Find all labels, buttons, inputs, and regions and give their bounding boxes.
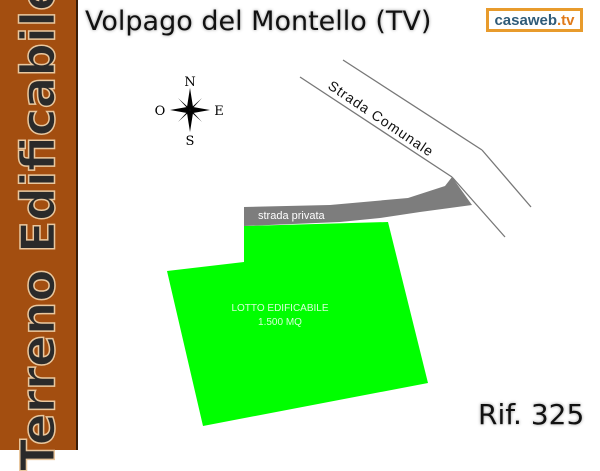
road-edge: [451, 176, 506, 238]
main-road-label: Strada Comunale: [325, 77, 437, 160]
road-edge: [342, 59, 483, 151]
logo-tld: .tv: [557, 11, 575, 29]
sidebar-title: Terreno Edificabile: [11, 0, 68, 471]
reference-number: Rif. 325: [478, 398, 585, 431]
compass-rose-icon: N S O E: [155, 75, 224, 149]
road-edge: [299, 76, 453, 178]
logo-name: casaweb: [494, 11, 558, 29]
compass-north: N: [184, 75, 195, 90]
compass-south: S: [186, 134, 195, 149]
page-title: Volpago del Montello (TV): [85, 6, 432, 37]
road-edge: [481, 149, 532, 208]
lot-label: LOTTO EDIFICABILE: [231, 303, 328, 314]
private-road: [244, 177, 472, 226]
lot-area: 1.500 MQ: [258, 317, 302, 328]
sidebar-banner: Terreno Edificabile: [0, 0, 78, 471]
casaweb-logo[interactable]: casaweb.tv: [486, 8, 583, 32]
private-road-label: strada privata: [258, 210, 326, 222]
site-map: strada privata Strada Comunale LOTTO EDI…: [167, 59, 532, 426]
compass-east: E: [214, 104, 224, 119]
building-lot: [167, 222, 428, 426]
compass-west: O: [155, 104, 166, 119]
